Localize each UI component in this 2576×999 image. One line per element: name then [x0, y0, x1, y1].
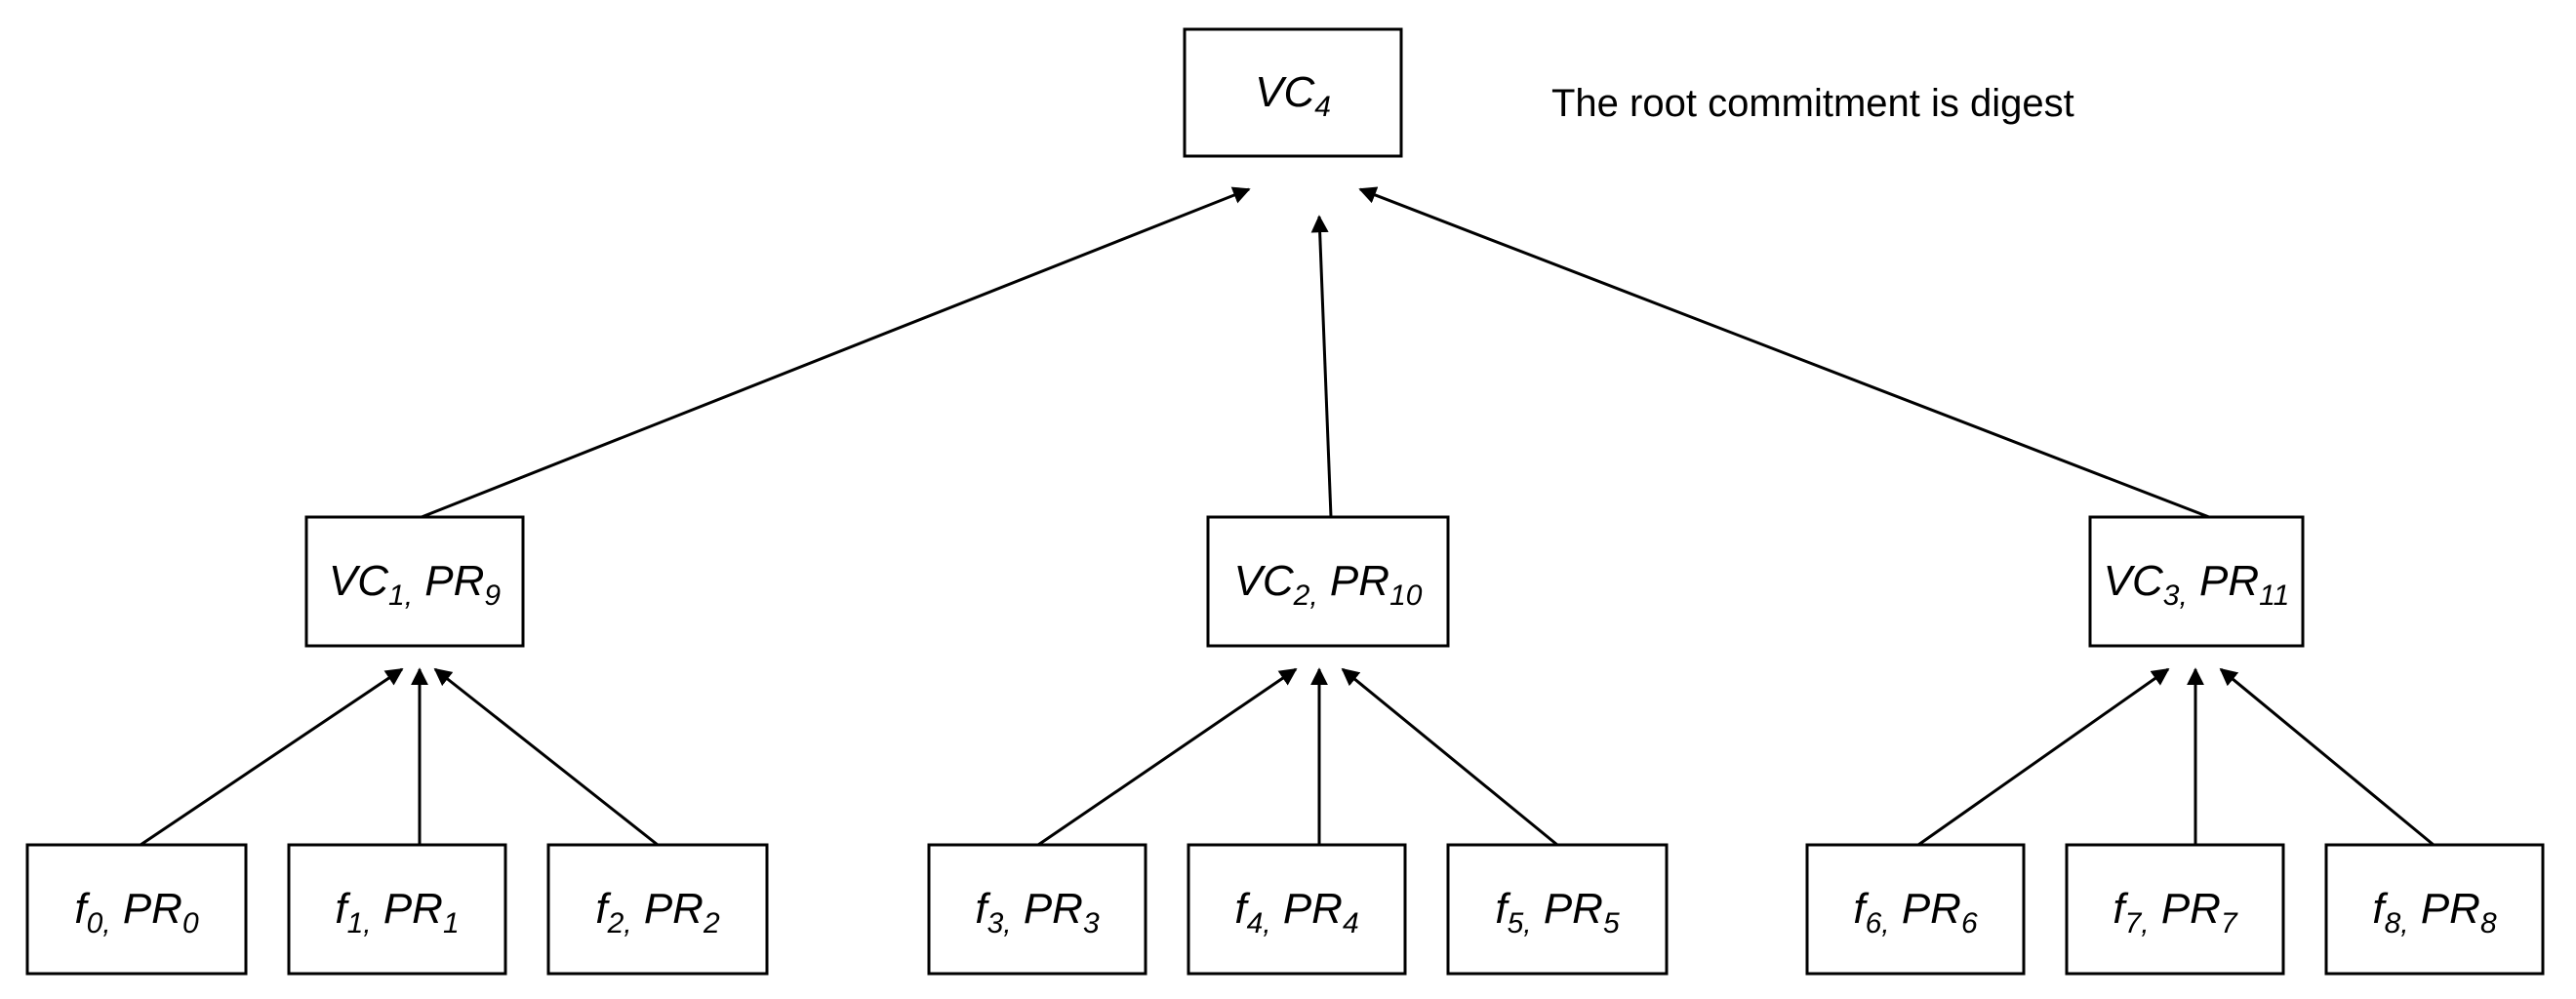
- node-label-part: PR: [632, 885, 704, 933]
- node-l1: f1, PR1: [287, 843, 507, 976]
- node-label-part: PR: [1271, 885, 1343, 933]
- node-label-part: 3: [1083, 907, 1100, 939]
- node-box-l1: [287, 843, 507, 976]
- node-root: VC4: [1183, 27, 1403, 158]
- node-label-part: VC: [329, 557, 389, 605]
- node-box-l2: [546, 843, 769, 976]
- node-label-part: PR: [372, 885, 443, 933]
- node-box-m3: [2088, 515, 2305, 648]
- node-label-l7: f7, PR7: [2113, 885, 2238, 939]
- node-label-part: 6,: [1866, 907, 1890, 939]
- node-box-l3: [927, 843, 1147, 976]
- node-label-part: 4,: [1247, 907, 1271, 939]
- node-label-part: VC: [1255, 68, 1315, 116]
- node-label-part: PR: [2150, 885, 2221, 933]
- node-label-m2: VC2, PR10: [1234, 557, 1423, 612]
- node-label-l3: f3, PR3: [975, 885, 1100, 939]
- node-m3: VC3, PR11: [2088, 515, 2305, 648]
- node-label-part: 0,: [87, 907, 111, 939]
- node-label-part: 5,: [1508, 907, 1532, 939]
- node-label-part: 1,: [347, 907, 372, 939]
- node-label-part: 4: [1314, 91, 1331, 123]
- node-l5: f5, PR5: [1446, 843, 1669, 976]
- node-label-part: PR: [2188, 557, 2259, 605]
- node-label-part: 6: [1961, 907, 1978, 939]
- node-label-part: 2: [703, 907, 720, 939]
- node-label-root: VC4: [1255, 68, 1331, 123]
- node-l7: f7, PR7: [2065, 843, 2285, 976]
- edge-l3-to-m2: [1037, 667, 1298, 847]
- node-label-part: PR: [111, 885, 182, 933]
- node-label-part: 3,: [987, 907, 1012, 939]
- node-label-part: VC: [1234, 557, 1295, 605]
- node-label-part: PR: [1318, 557, 1389, 605]
- node-label-part: 8: [2480, 907, 2497, 939]
- node-label-part: 10: [1389, 579, 1423, 612]
- node-label-l2: f2, PR2: [595, 885, 720, 939]
- node-box-l7: [2065, 843, 2285, 976]
- node-l4: f4, PR4: [1187, 843, 1407, 976]
- node-label-part: 7,: [2125, 907, 2150, 939]
- edge-m2-to-root: [1310, 215, 1333, 518]
- edge-m1-to-root: [421, 186, 1251, 519]
- node-label-part: 9: [484, 579, 501, 612]
- edge-l5-to-m2: [1341, 667, 1558, 847]
- node-l2: f2, PR2: [546, 843, 769, 976]
- node-label-part: 3,: [2163, 579, 2188, 612]
- node-label-part: PR: [413, 557, 484, 605]
- edge-l0-to-m1: [140, 667, 404, 847]
- node-box-m2: [1206, 515, 1450, 648]
- node-label-part: 1,: [388, 579, 413, 612]
- node-label-part: 2,: [607, 907, 632, 939]
- node-box-l5: [1446, 843, 1669, 976]
- node-l8: f8, PR8: [2324, 843, 2545, 976]
- node-label-part: 1: [443, 907, 460, 939]
- node-label-part: PR: [2409, 885, 2480, 933]
- node-box-l6: [1805, 843, 2026, 976]
- node-label-part: PR: [1012, 885, 1083, 933]
- node-label-m1: VC1, PR9: [329, 557, 502, 612]
- node-label-part: 8,: [2385, 907, 2409, 939]
- node-box-l4: [1187, 843, 1407, 976]
- node-l0: f0, PR0: [25, 843, 248, 976]
- root-commitment-caption: The root commitment is digest: [1551, 82, 2074, 125]
- node-label-part: 2,: [1293, 579, 1318, 612]
- node-label-part: 4: [1343, 907, 1359, 939]
- edge-l6-to-m3: [1917, 667, 2170, 847]
- node-l3: f3, PR3: [927, 843, 1147, 976]
- node-box-l8: [2324, 843, 2545, 976]
- node-label-part: 5: [1603, 907, 1620, 939]
- node-box-root: [1183, 27, 1403, 158]
- node-label-m3: VC3, PR11: [2104, 557, 2290, 612]
- edge-l2-to-m1: [433, 667, 659, 847]
- node-label-part: PR: [1890, 885, 1961, 933]
- node-label-part: PR: [1532, 885, 1603, 933]
- node-m2: VC2, PR10: [1206, 515, 1450, 648]
- node-label-part: 11: [2259, 579, 2289, 612]
- edge-l8-to-m3: [2219, 667, 2435, 847]
- node-l6: f6, PR6: [1805, 843, 2026, 976]
- node-box-m1: [304, 515, 525, 648]
- node-label-l0: f0, PR0: [74, 885, 199, 939]
- node-label-l6: f6, PR6: [1853, 885, 1978, 939]
- edges-layer: [140, 186, 2435, 847]
- node-label-part: 0: [182, 907, 199, 939]
- node-box-l0: [25, 843, 248, 976]
- node-label-part: 7: [2221, 907, 2238, 939]
- node-label-part: VC: [2104, 557, 2164, 605]
- edge-m3-to-root: [1358, 186, 2210, 519]
- node-m1: VC1, PR9: [304, 515, 525, 648]
